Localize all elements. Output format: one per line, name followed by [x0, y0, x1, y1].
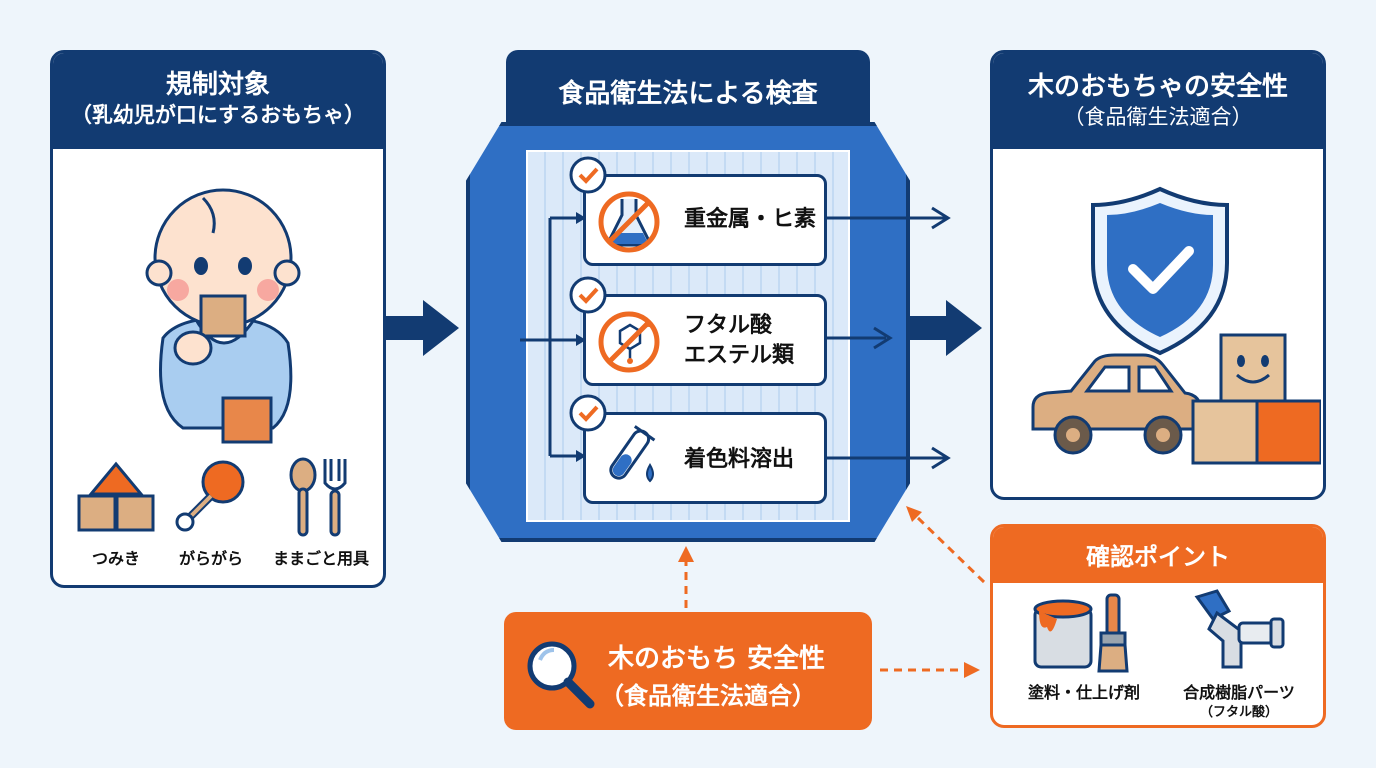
- summary-line2: （食品衛生法適合）: [600, 682, 816, 710]
- spoon-fork-icon: [289, 457, 347, 537]
- checkmark-badge-icon: [569, 394, 607, 432]
- magnifier-icon: [527, 641, 595, 709]
- baby-with-block-illustration: [145, 188, 301, 444]
- plastic-pipe-icon: [1194, 589, 1285, 669]
- confirmation-points-title: 確認ポイント: [1086, 543, 1230, 571]
- result-arrows: [826, 206, 951, 470]
- safety-subtitle: （食品衛生法適合）: [1063, 105, 1253, 129]
- inspection-title: 食品衛生法による検査: [558, 79, 818, 109]
- paint-can-brush-icon: [1033, 593, 1129, 673]
- safety-header: 木のおもちゃの安全性 （食品衛生法適合）: [993, 53, 1323, 149]
- checkmark-badge-icon: [569, 276, 607, 314]
- rattle-label: がらがら: [178, 549, 243, 568]
- no-molecule-icon: [598, 311, 660, 373]
- safety-title: 木のおもちゃの安全性: [1027, 72, 1288, 102]
- check-card-phthalates: フタル酸 エステル類: [583, 294, 827, 386]
- toy-utensils-label: ままごと用具: [272, 549, 369, 568]
- resin-parts-sublabel: （フタル酸）: [1199, 705, 1278, 720]
- confirmation-points-header: [993, 527, 1323, 583]
- shield-check-icon: [1091, 186, 1229, 356]
- regulated-items-panel: 規制対象 （乳幼児が口にするおもちゃ） つみき がらがら: [50, 50, 386, 588]
- phthalates-label-line1: フタル酸: [684, 313, 773, 338]
- rattle-icon: [175, 460, 245, 532]
- arrow-right-icon: [385, 300, 459, 356]
- colorant-leaching-label: 着色料溶出: [684, 447, 795, 472]
- blocks-label: つみき: [91, 549, 140, 568]
- building-blocks-icon: [77, 461, 155, 532]
- check-card-heavy-metals: 重金属・ヒ素: [583, 174, 827, 266]
- regulated-items-title: 規制対象: [165, 70, 270, 100]
- resin-parts-label: 合成樹脂パーツ: [1183, 683, 1295, 702]
- check-card-colorant-leaching: 着色料溶出: [583, 412, 827, 504]
- wooden-toy-safety-panel: 木のおもちゃの安全性 （食品衛生法適合）: [990, 50, 1326, 500]
- regulated-items-subtitle: （乳幼児が口にするおもちゃ）: [70, 103, 366, 127]
- test-tube-icon: [609, 425, 656, 483]
- wooden-toys-illustration: [1031, 333, 1321, 465]
- no-flask-icon: [598, 191, 660, 253]
- summary-line1: 木のおもち 安全性: [608, 644, 826, 674]
- confirmation-points-panel: 確認ポイント 塗料・仕上げ剤 合成樹脂パーツ （フタル酸）: [990, 524, 1326, 728]
- regulated-items-header: 規制対象 （乳幼児が口にするおもちゃ）: [53, 53, 383, 149]
- paint-finish-label: 塗料・仕上げ剤: [1027, 683, 1140, 702]
- checkmark-badge-icon: [569, 156, 607, 194]
- phthalates-label-line2: エステル類: [684, 343, 795, 368]
- safety-summary-box: 木のおもち 安全性 （食品衛生法適合）: [504, 612, 872, 730]
- arrow-right-icon: [908, 300, 982, 356]
- branch-connector: [520, 212, 586, 462]
- heavy-metals-label: 重金属・ヒ素: [684, 207, 817, 232]
